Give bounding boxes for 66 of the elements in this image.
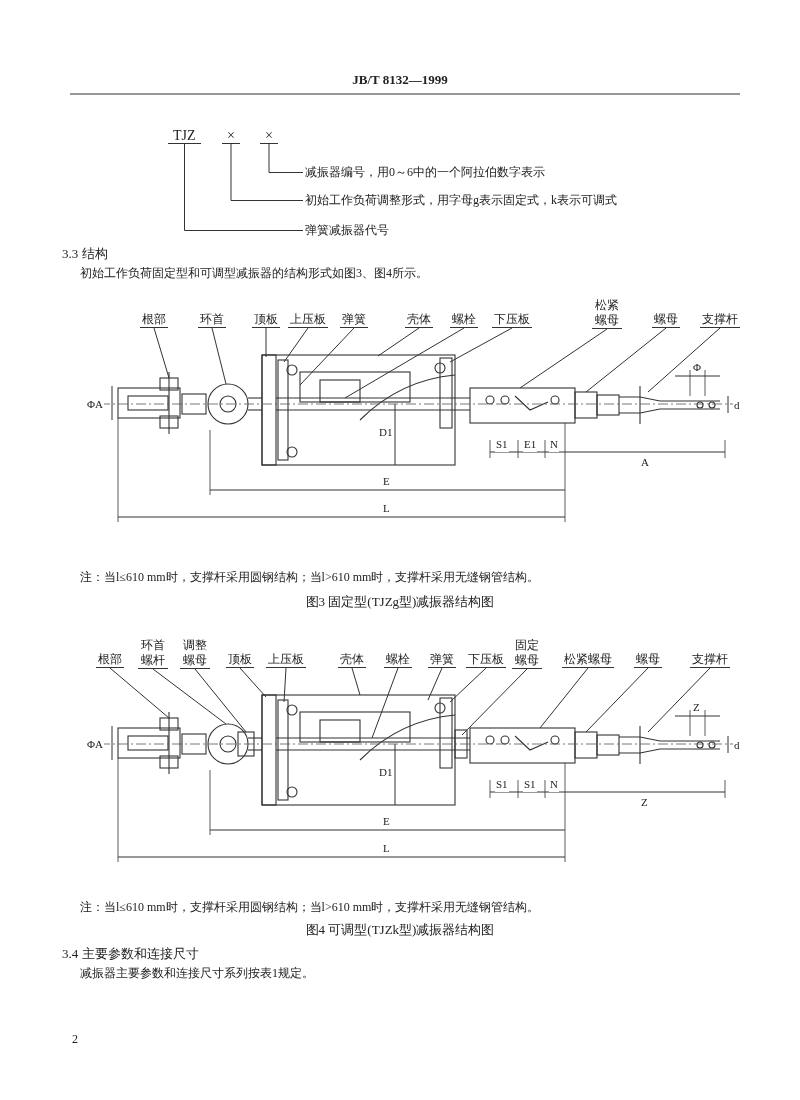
damper-drawing: [117, 694, 721, 806]
explanation-text: 初始工作负荷调整形式，用字母g表示固定式，k表示可调式: [305, 193, 617, 208]
leader-line: [647, 667, 711, 733]
part-label: 环首螺杆: [138, 638, 168, 669]
explanation-text: 减振器编号，用0～6中的一个阿拉伯数字表示: [305, 165, 545, 180]
paragraph-text: 初始工作负荷固定型和可调型减振器的结构形式如图3、图4所示。: [80, 266, 428, 281]
leader-line: [519, 328, 608, 389]
leader-line: [211, 327, 227, 385]
part-label: 螺栓: [384, 652, 412, 668]
section-heading: 3.3 结构: [62, 246, 108, 261]
leader-line: [153, 327, 170, 379]
part-label: 下压板: [466, 652, 506, 668]
leader-line: [184, 143, 304, 231]
part-label: 支撑杆: [700, 312, 740, 328]
part-label: 上压板: [266, 652, 306, 668]
section-heading: 3.4 主要参数和连接尺寸: [62, 946, 199, 961]
figure-caption: 图3 固定型(TJZg型)减振器结构图: [305, 594, 495, 609]
part-label: 固定螺母: [512, 638, 542, 669]
leader-line: [109, 667, 170, 719]
figure-caption: 图4 可调型(TJZk型)减振器结构图: [305, 922, 495, 937]
part-label: 螺母: [634, 652, 662, 668]
leader-line: [449, 327, 513, 363]
leader-line: [299, 327, 355, 386]
part-label: 弹簧: [428, 652, 456, 668]
explanation-text: 弹簧减振器代号: [305, 223, 389, 238]
part-label: 壳体: [405, 312, 433, 328]
damper-drawing: [117, 354, 721, 466]
part-label: 根部: [140, 312, 168, 328]
leader-line: [585, 327, 667, 393]
leader-line: [539, 667, 589, 729]
part-label: 顶板: [226, 652, 254, 668]
part-label: 调整螺母: [180, 638, 210, 669]
leader-line: [268, 143, 304, 173]
part-label: 松紧螺母: [562, 652, 614, 668]
part-label: 上压板: [288, 312, 328, 328]
part-label: 支撑杆: [690, 652, 730, 668]
leader-line: [647, 327, 721, 393]
part-label: 壳体: [338, 652, 366, 668]
part-label: 根部: [96, 652, 124, 668]
paragraph-text: 2: [72, 1032, 78, 1047]
leader-line: [265, 327, 267, 358]
part-label: 顶板: [252, 312, 280, 328]
leader-line: [449, 667, 487, 703]
leader-line: [239, 667, 267, 698]
paragraph-text: 注：当l≤610 mm时，支撑杆采用圆钢结构；当l>610 mm时，支撑杆采用无缝钢管结构。: [80, 570, 540, 585]
leader-line: [344, 327, 465, 399]
leader-line: [152, 668, 227, 725]
leader-line: [371, 667, 399, 739]
header-text: JB/T 8132—1999: [352, 72, 448, 87]
part-label: 下压板: [492, 312, 532, 328]
leader-line: [377, 327, 420, 357]
leader-line: [461, 668, 528, 736]
paragraph-text: 注：当l≤610 mm时，支撑杆采用圆钢结构；当l>610 mm时，支撑杆采用无缝钢管结构。: [80, 900, 540, 915]
part-label: 螺栓: [450, 312, 478, 328]
part-label: 环首: [198, 312, 226, 328]
leader-line: [230, 143, 304, 201]
part-label: 弹簧: [340, 312, 368, 328]
leader-line: [427, 667, 443, 701]
part-label: 螺母: [652, 312, 680, 328]
leader-line: [283, 667, 287, 703]
paragraph-text: 减振器主要参数和连接尺寸系列按表1规定。: [80, 966, 314, 981]
leader-line: [283, 327, 309, 363]
leader-line: [194, 668, 247, 733]
leader-line: [585, 667, 649, 733]
part-label: 松紧螺母: [592, 298, 622, 329]
leader-line: [351, 667, 361, 696]
